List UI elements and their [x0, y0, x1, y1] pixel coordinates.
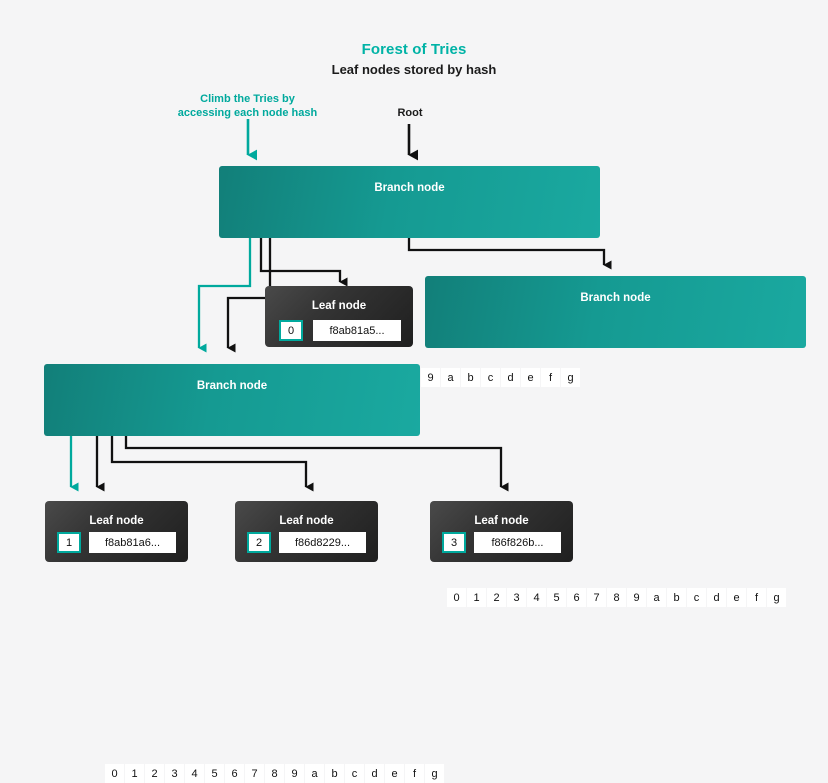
branch-cell[interactable]: b	[667, 588, 686, 607]
branch-cell[interactable]: b	[461, 368, 480, 387]
branch-node-root[interactable]: Branch node 0 1 2 3 4 5 6 7 8 9 a b c d …	[219, 166, 600, 387]
branch-cell[interactable]: 6	[567, 588, 586, 607]
leaf-node-hash[interactable]: f8ab81a6...	[89, 532, 176, 553]
branch-cell[interactable]: 7	[587, 588, 606, 607]
branch-cell[interactable]: b	[325, 764, 344, 783]
branch-cell[interactable]: a	[647, 588, 666, 607]
branch-cell[interactable]: g	[425, 764, 444, 783]
branch-cell[interactable]: 7	[245, 764, 264, 783]
branch-cell[interactable]: g	[767, 588, 786, 607]
leaf-node-hash[interactable]: f86d8229...	[279, 532, 366, 553]
annotation-root: Root	[397, 107, 423, 119]
branch-cell[interactable]: d	[707, 588, 726, 607]
branch-cell[interactable]: 4	[185, 764, 204, 783]
leaf-node-index[interactable]: 2	[247, 532, 271, 553]
branch-cell[interactable]: f	[405, 764, 424, 783]
wire-root-to-leaf-0	[259, 222, 348, 287]
branch-node-right[interactable]: Branch node 0 1 2 3 4 5 6 7 8 9 a b c d …	[425, 276, 806, 607]
wire-root-cell0-to-branch-lower	[197, 222, 252, 353]
leaf-node-0[interactable]: Leaf node 0 f8ab81a5...	[265, 286, 413, 347]
branch-node-cells: 0 1 2 3 4 5 6 7 8 9 a b c d e f g	[105, 764, 444, 783]
leaf-node-hash[interactable]: f86f826b...	[474, 532, 561, 553]
leaf-node-label: Leaf node	[279, 515, 334, 527]
wire-branch-lower-cell2-to-leaf-2	[110, 420, 314, 492]
branch-node-label: Branch node	[196, 380, 268, 392]
branch-cell[interactable]: 5	[547, 588, 566, 607]
branch-cell[interactable]: 1	[467, 588, 486, 607]
branch-node-label: Branch node	[580, 292, 651, 304]
leaf-node-2[interactable]: Leaf node 2 f86d8229...	[235, 501, 378, 562]
branch-cell[interactable]: 2	[145, 764, 164, 783]
leaf-node-1[interactable]: Leaf node 1 f8ab81a6...	[45, 501, 188, 562]
leaf-node-index[interactable]: 3	[442, 532, 466, 553]
branch-cell[interactable]: c	[481, 368, 500, 387]
branch-cell[interactable]: e	[385, 764, 404, 783]
branch-cell[interactable]: f	[747, 588, 766, 607]
leaf-node-index[interactable]: 1	[57, 532, 81, 553]
diagram-canvas: Forest of Tries Leaf nodes stored by has…	[44, 41, 806, 783]
branch-cell[interactable]: e	[727, 588, 746, 607]
leaf-node-label: Leaf node	[474, 515, 529, 527]
branch-cell[interactable]: 0	[105, 764, 124, 783]
annotation-climb-the-tries: Climb the Tries by accessing each node h…	[155, 92, 340, 120]
leaf-node-label: Leaf node	[311, 300, 367, 312]
annotation-climb-line-1: Climb the Tries by	[200, 93, 295, 105]
page-subtitle: Leaf nodes stored by hash	[331, 62, 497, 77]
branch-cell[interactable]: 4	[527, 588, 546, 607]
annotation-climb-line-2: accessing each node hash	[177, 107, 318, 119]
leaf-node-index[interactable]: 0	[279, 320, 303, 341]
page-title: Forest of Tries	[361, 41, 467, 58]
branch-cell[interactable]: f	[541, 368, 560, 387]
branch-node-label: Branch node	[374, 182, 445, 194]
branch-cell[interactable]: 1	[125, 764, 144, 783]
leaf-node-3[interactable]: Leaf node 3 f86f826b...	[430, 501, 573, 562]
branch-cell[interactable]: a	[305, 764, 324, 783]
branch-cell[interactable]: c	[345, 764, 364, 783]
branch-cell[interactable]: d	[501, 368, 520, 387]
branch-cell[interactable]: 5	[205, 764, 224, 783]
branch-cell[interactable]: 6	[225, 764, 244, 783]
branch-cell[interactable]: a	[441, 368, 460, 387]
branch-cell[interactable]: e	[521, 368, 540, 387]
branch-cell[interactable]: 3	[507, 588, 526, 607]
wire-root-cell1-to-branch-lower	[226, 222, 272, 353]
branch-cell[interactable]: 8	[607, 588, 626, 607]
branch-node-lower-left[interactable]: Branch node 0 1 2 3 4 5 6 7 8 9 a b c d …	[44, 364, 444, 783]
branch-cell[interactable]: g	[561, 368, 580, 387]
branch-cell[interactable]: 9	[285, 764, 304, 783]
branch-cell[interactable]: 2	[487, 588, 506, 607]
leaf-node-hash[interactable]: f8ab81a5...	[313, 320, 401, 341]
branch-cell[interactable]: 3	[165, 764, 184, 783]
branch-cell[interactable]: 9	[421, 368, 440, 387]
branch-cell[interactable]: c	[687, 588, 706, 607]
leaf-node-label: Leaf node	[89, 515, 144, 527]
branch-node-cells: 0 1 2 3 4 5 6 7 8 9 a b c d e f g	[447, 588, 786, 607]
branch-cell[interactable]: 8	[265, 764, 284, 783]
branch-cell[interactable]: d	[365, 764, 384, 783]
branch-cell[interactable]: 9	[627, 588, 646, 607]
branch-cell[interactable]: 0	[447, 588, 466, 607]
